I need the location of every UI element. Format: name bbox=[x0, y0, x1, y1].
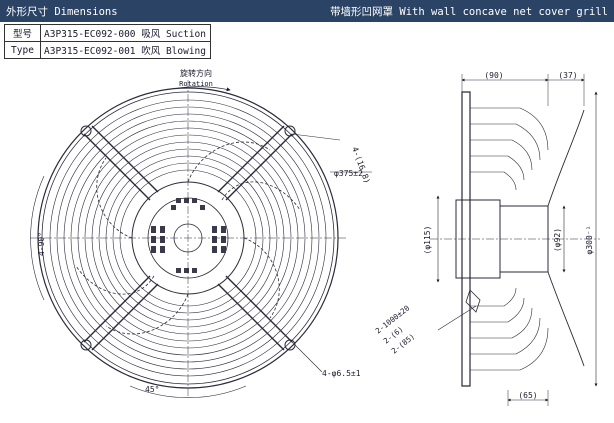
technical-drawing: 旋转方向 Rotation 4-(16.8) φ375±2 4-90° 45° … bbox=[30, 68, 600, 406]
side-grill-wires bbox=[470, 107, 549, 371]
title-bar: 外形尺寸 Dimensions 带墙形凹网罩 With wall concave… bbox=[0, 0, 614, 22]
front-view bbox=[30, 80, 372, 398]
cable-gland bbox=[465, 289, 481, 313]
depth-65-dimension: (65) bbox=[518, 391, 537, 400]
diameter-115-dimension: (φ115) bbox=[423, 226, 432, 255]
dimensions-title: 外形尺寸 Dimensions bbox=[6, 5, 118, 18]
model-key-cell: Type bbox=[4, 41, 41, 59]
rotation-cn-label: 旋转方向 bbox=[180, 68, 212, 78]
outer-diameter-dimension: φ375±2 bbox=[334, 169, 363, 178]
angle-bottom-dimension: 45° bbox=[145, 385, 159, 394]
model-table: 型号 A3P315-EC092-000 吸风 Suction Type A3P3… bbox=[4, 24, 211, 59]
side-view bbox=[430, 74, 600, 406]
model-value-cell: A3P315-EC092-001 吹风 Blowing bbox=[40, 41, 211, 59]
grill-type-title: 带墙形凹网罩 With wall concave net cover grill bbox=[330, 5, 608, 18]
rotation-arrow bbox=[177, 86, 231, 92]
support-arms bbox=[83, 125, 293, 351]
holes-dimension: 4-φ6.5±1 bbox=[322, 369, 361, 378]
angle-dimension: 4-90° bbox=[37, 232, 46, 256]
depth-90-dimension: (90) bbox=[484, 71, 503, 80]
rotation-en-label: Rotation bbox=[179, 80, 213, 88]
blade-top bbox=[547, 109, 585, 207]
diameter-92-dimension: (φ92) bbox=[553, 228, 562, 252]
fan-blades bbox=[75, 141, 301, 335]
slots-dimension: 4-(16.8) bbox=[350, 146, 372, 185]
hub-blocks bbox=[151, 198, 226, 273]
depth-37-dimension: (37) bbox=[558, 71, 577, 80]
table-row: Type A3P315-EC092-001 吹风 Blowing bbox=[4, 41, 211, 59]
diameter-300-dimension: φ300⁻¹ bbox=[585, 226, 594, 255]
wall-plate bbox=[461, 91, 471, 387]
blade-bottom bbox=[547, 271, 585, 367]
